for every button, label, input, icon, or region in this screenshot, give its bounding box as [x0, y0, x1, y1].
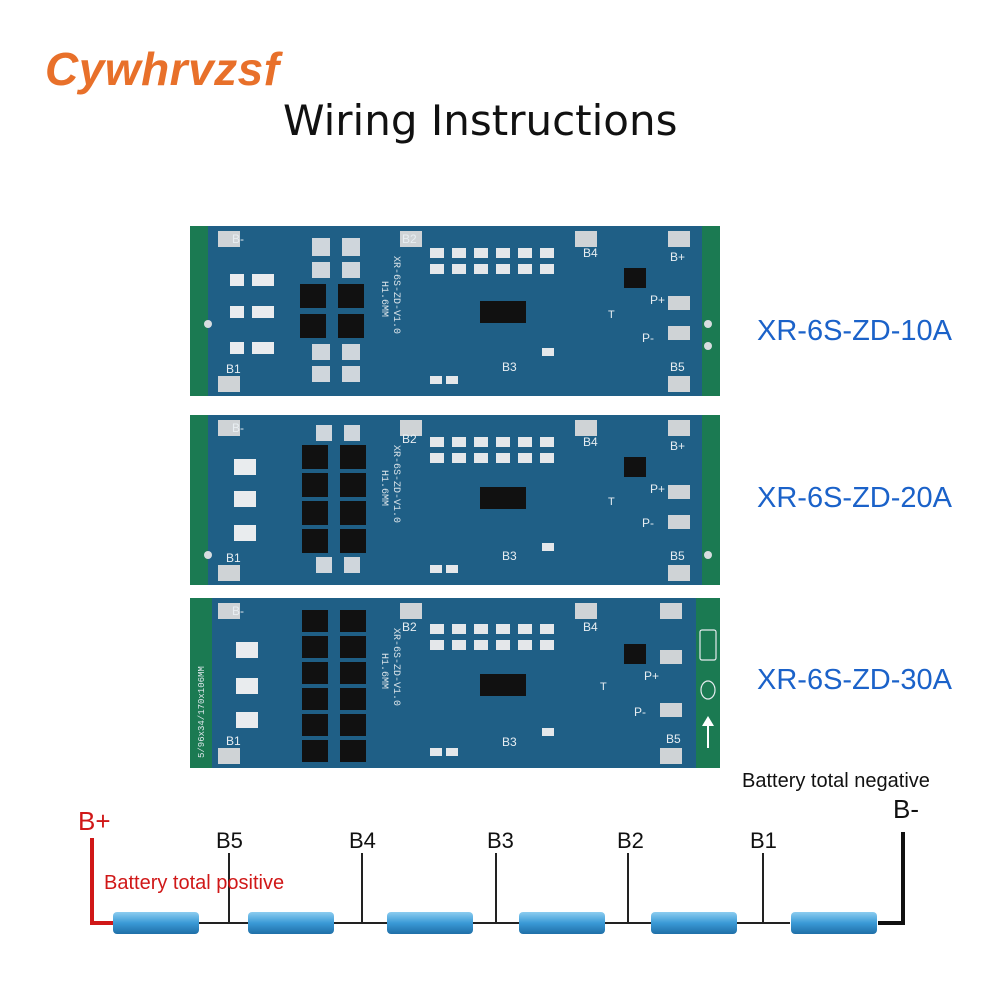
pad-label-t: T — [600, 681, 607, 693]
model-label-30a: XR-6S-ZD-30A — [757, 664, 952, 696]
pad-label-p-minus: P- — [642, 331, 654, 345]
pad-label-b1: B1 — [226, 551, 241, 565]
pad-label-b-plus: B+ — [670, 439, 685, 453]
board-silk-thickness: H1.6MM — [378, 470, 389, 506]
b-minus-label: B- — [893, 794, 919, 824]
pad-label-p-plus: P+ — [644, 669, 659, 683]
pad-label-b4: B4 — [583, 246, 598, 260]
tap-label-b4: B4 — [349, 828, 376, 853]
pad-label-p-minus: P- — [642, 516, 654, 530]
battery-cell — [387, 912, 473, 934]
pad-label-b1: B1 — [226, 734, 241, 748]
page-title: Wiring Instructions — [283, 96, 678, 145]
model-label-20a: XR-6S-ZD-20A — [757, 482, 952, 514]
pad-label-t: T — [608, 496, 615, 508]
pad-label-b-plus: B+ — [670, 250, 685, 264]
brand-logo-text: Cywhrvzsf — [45, 43, 280, 95]
battery-total-positive-label: Battery total positive — [104, 872, 284, 894]
pad-label-p-minus: P- — [634, 705, 646, 719]
pad-label-b2: B2 — [402, 232, 417, 246]
pad-label-b3: B3 — [502, 360, 517, 374]
pad-label-b2: B2 — [402, 432, 417, 446]
wiring-diagram: B+ Battery total positive Battery total … — [0, 760, 1000, 1000]
pad-label-p-plus: P+ — [650, 482, 665, 496]
bms-board-30a: B- B1 B2 B3 B4 B5 P+ P- T 5/96x34/170x10… — [190, 598, 720, 768]
battery-cell — [248, 912, 334, 934]
battery-cell — [791, 912, 877, 934]
bms-board-20a: B- B1 B2 B3 B4 B5 B+ P+ P- T XR-6S-ZD-V1… — [190, 415, 720, 585]
board-silk-thickness: H1.6MM — [378, 653, 389, 689]
battery-cells — [113, 912, 877, 934]
model-label-10a: XR-6S-ZD-10A — [757, 315, 952, 347]
battery-cell — [519, 912, 605, 934]
pad-label-b-minus: B- — [232, 232, 244, 246]
battery-total-negative-label: Battery total negative — [742, 770, 930, 792]
pad-label-b5: B5 — [670, 549, 685, 563]
board-silk-version: XR-6S-ZD-V1.0 — [390, 628, 401, 706]
board-side-dimensions: 5/96x34/170x106MM — [197, 666, 207, 758]
pad-label-b3: B3 — [502, 735, 517, 749]
pad-label-b-minus: B- — [232, 421, 244, 435]
battery-cell — [113, 912, 199, 934]
tap-label-b2: B2 — [617, 828, 644, 853]
tap-label-b5: B5 — [216, 828, 243, 853]
pad-label-t: T — [608, 309, 615, 321]
negative-lead — [878, 832, 905, 925]
pad-label-b5: B5 — [666, 732, 681, 746]
pad-label-b1: B1 — [226, 362, 241, 376]
pad-label-b-minus: B- — [232, 604, 244, 618]
b-plus-label: B+ — [78, 806, 111, 836]
board-silk-thickness: H1.6MM — [378, 281, 389, 317]
board-silk-version: XR-6S-ZD-V1.0 — [390, 445, 401, 523]
pad-label-b2: B2 — [402, 620, 417, 634]
board-silk-version: XR-6S-ZD-V1.0 — [390, 256, 401, 334]
pad-label-b5: B5 — [670, 360, 685, 374]
tap-label-b1: B1 — [750, 828, 777, 853]
pad-label-b4: B4 — [583, 435, 598, 449]
pad-label-b4: B4 — [583, 620, 598, 634]
bms-board-10a: B- B1 B2 B3 B4 B5 B+ P+ P- T XR-6S-ZD-V1… — [190, 226, 720, 396]
pad-label-b3: B3 — [502, 549, 517, 563]
positive-lead — [90, 838, 115, 925]
battery-cell — [651, 912, 737, 934]
tap-label-b3: B3 — [487, 828, 514, 853]
pad-label-p-plus: P+ — [650, 293, 665, 307]
